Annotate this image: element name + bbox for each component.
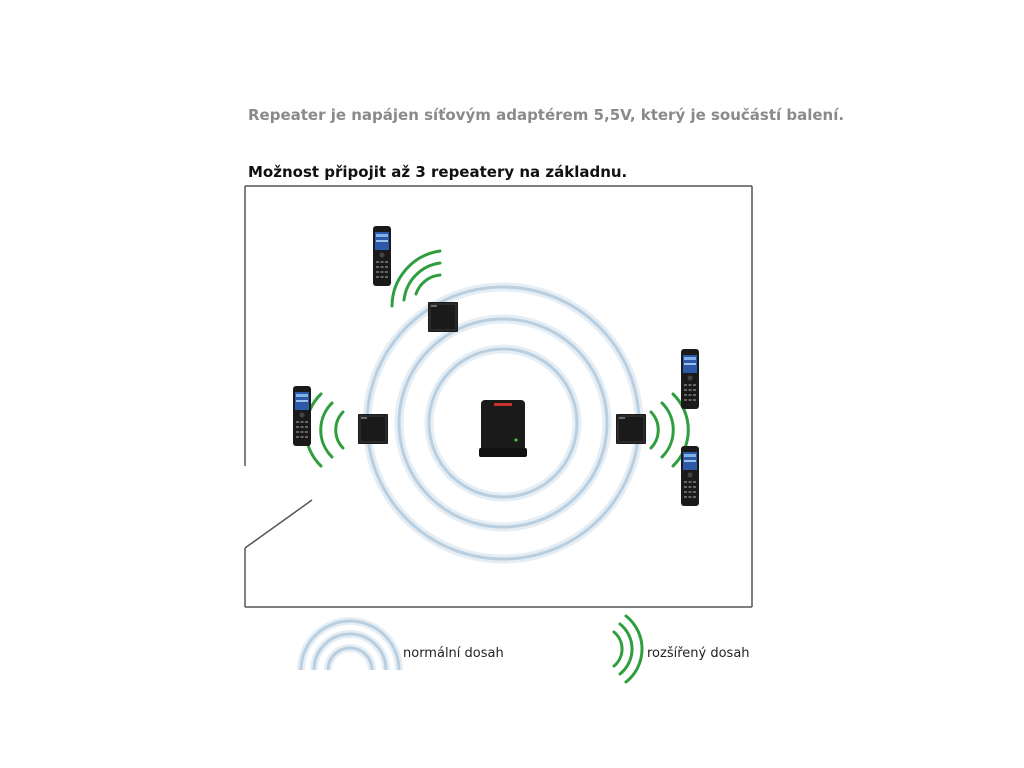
repeater-icon xyxy=(357,413,389,445)
repeater-icon xyxy=(615,413,647,445)
handset-icon xyxy=(373,226,391,286)
page-subtitle: Repeater je napájen síťovým adaptérem 5,… xyxy=(248,106,845,124)
handset-icon xyxy=(681,446,699,506)
legend-normal-range-icon xyxy=(297,617,403,671)
handset-icon xyxy=(293,386,311,446)
legend-extended-range-label: rozšířený dosah xyxy=(647,646,750,661)
base-station-icon xyxy=(479,400,527,457)
room-outline xyxy=(244,185,753,608)
handset-icon xyxy=(681,349,699,409)
diagram-heading: Možnost připojit až 3 repeatery na zákla… xyxy=(248,163,628,181)
repeater-icon xyxy=(427,301,459,333)
legend-extended-range-icon xyxy=(612,614,644,684)
legend-normal-range-label: normální dosah xyxy=(403,646,504,661)
